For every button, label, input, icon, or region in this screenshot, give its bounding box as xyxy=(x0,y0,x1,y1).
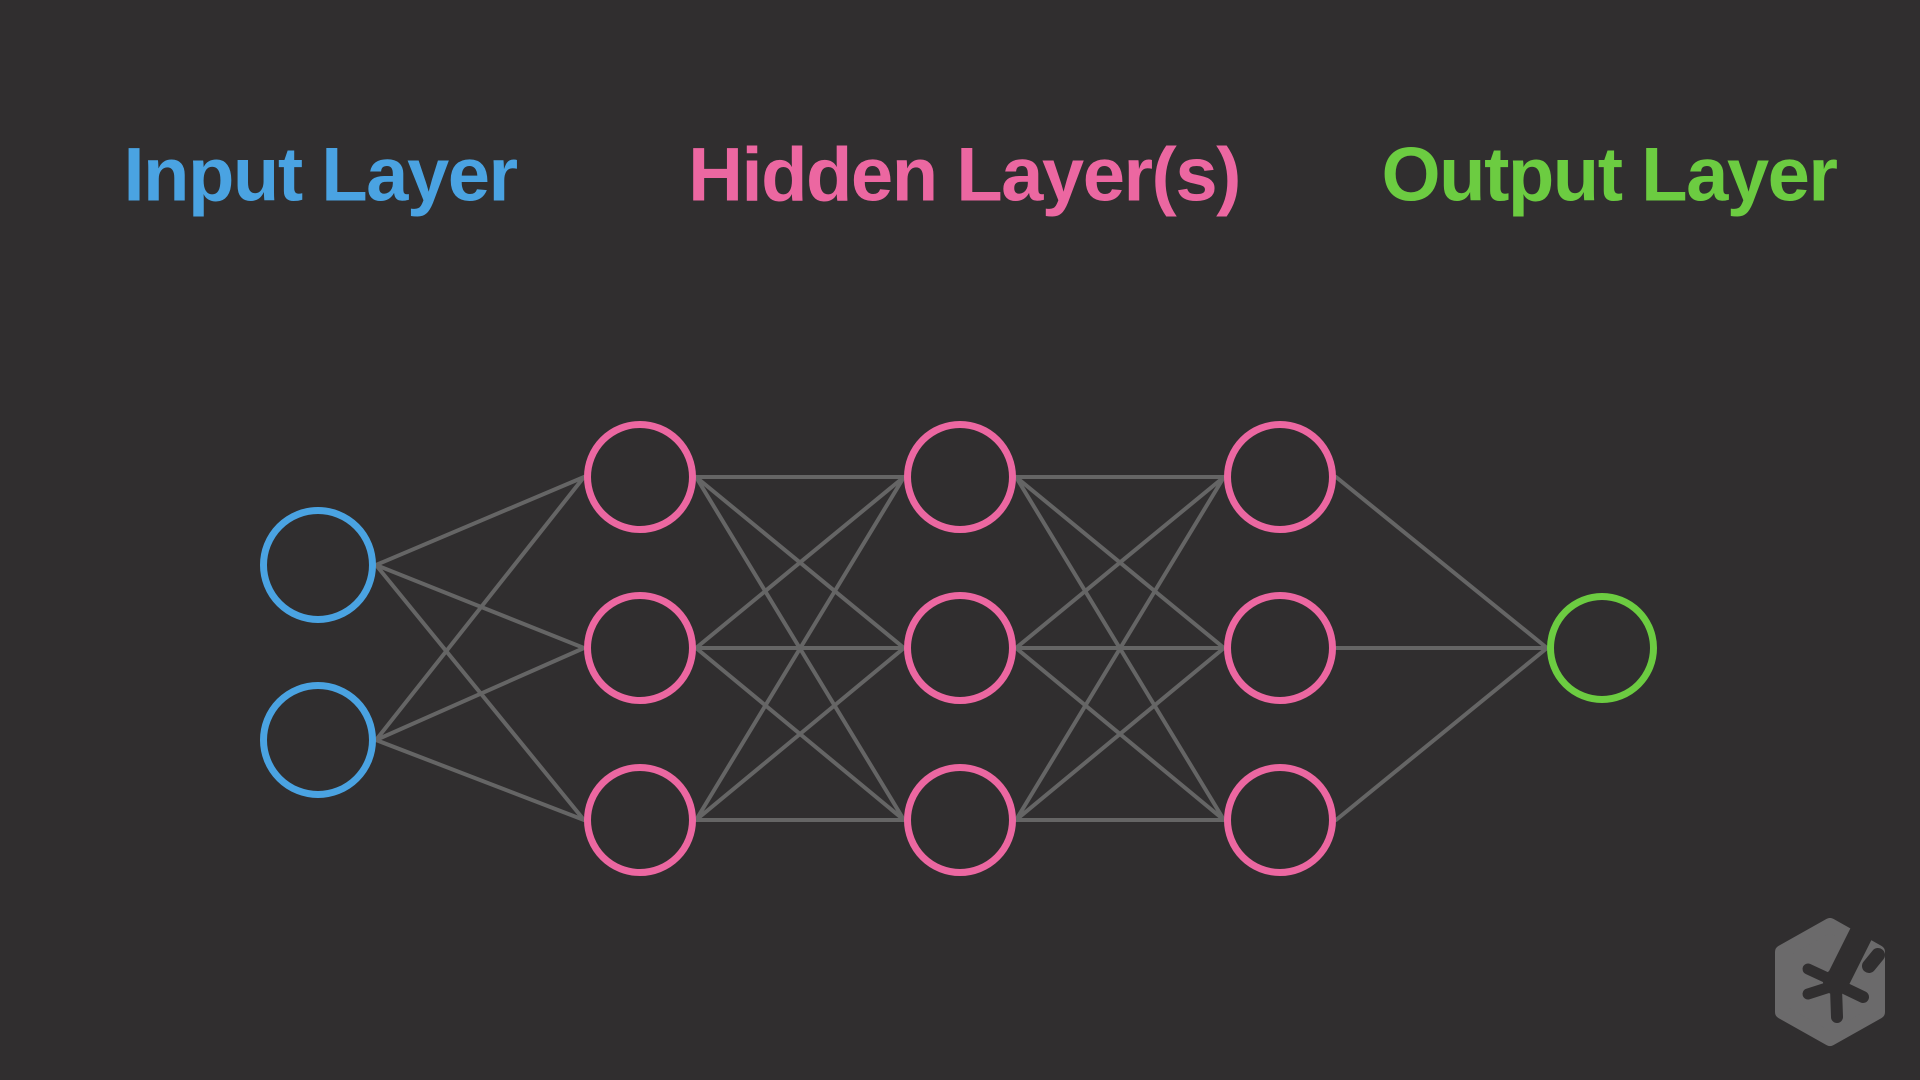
edge xyxy=(694,475,906,822)
edge xyxy=(694,475,906,650)
logo-tree-palm xyxy=(1823,969,1849,995)
edge xyxy=(1014,646,1226,822)
hidden-1-node xyxy=(584,421,696,533)
edge xyxy=(694,646,906,822)
edges-group xyxy=(374,475,1549,822)
hidden-2-node xyxy=(904,421,1016,533)
nodes-group xyxy=(260,421,1657,876)
hidden-2-node xyxy=(904,592,1016,704)
edge xyxy=(374,646,586,742)
edge xyxy=(1334,475,1549,650)
edge xyxy=(1014,475,1226,822)
edge xyxy=(374,475,586,742)
hidden-3-node xyxy=(1224,592,1336,704)
output-node xyxy=(1547,593,1657,703)
hidden-2-node xyxy=(904,764,1016,876)
hidden-1-node xyxy=(584,592,696,704)
hidden-1-node xyxy=(584,764,696,876)
output-layer-label: Output Layer xyxy=(1381,132,1838,218)
edge xyxy=(1014,475,1226,650)
hidden-3-node xyxy=(1224,421,1336,533)
edge xyxy=(374,475,586,567)
treehouse-logo-icon xyxy=(1775,918,1885,1046)
input-node xyxy=(260,507,376,623)
input-layer-label: Input Layer xyxy=(123,132,518,218)
hidden-layers-label: Hidden Layer(s) xyxy=(688,132,1241,218)
edge xyxy=(1334,646,1549,822)
input-node xyxy=(260,682,376,798)
edge xyxy=(374,738,586,822)
hidden-3-node xyxy=(1224,764,1336,876)
